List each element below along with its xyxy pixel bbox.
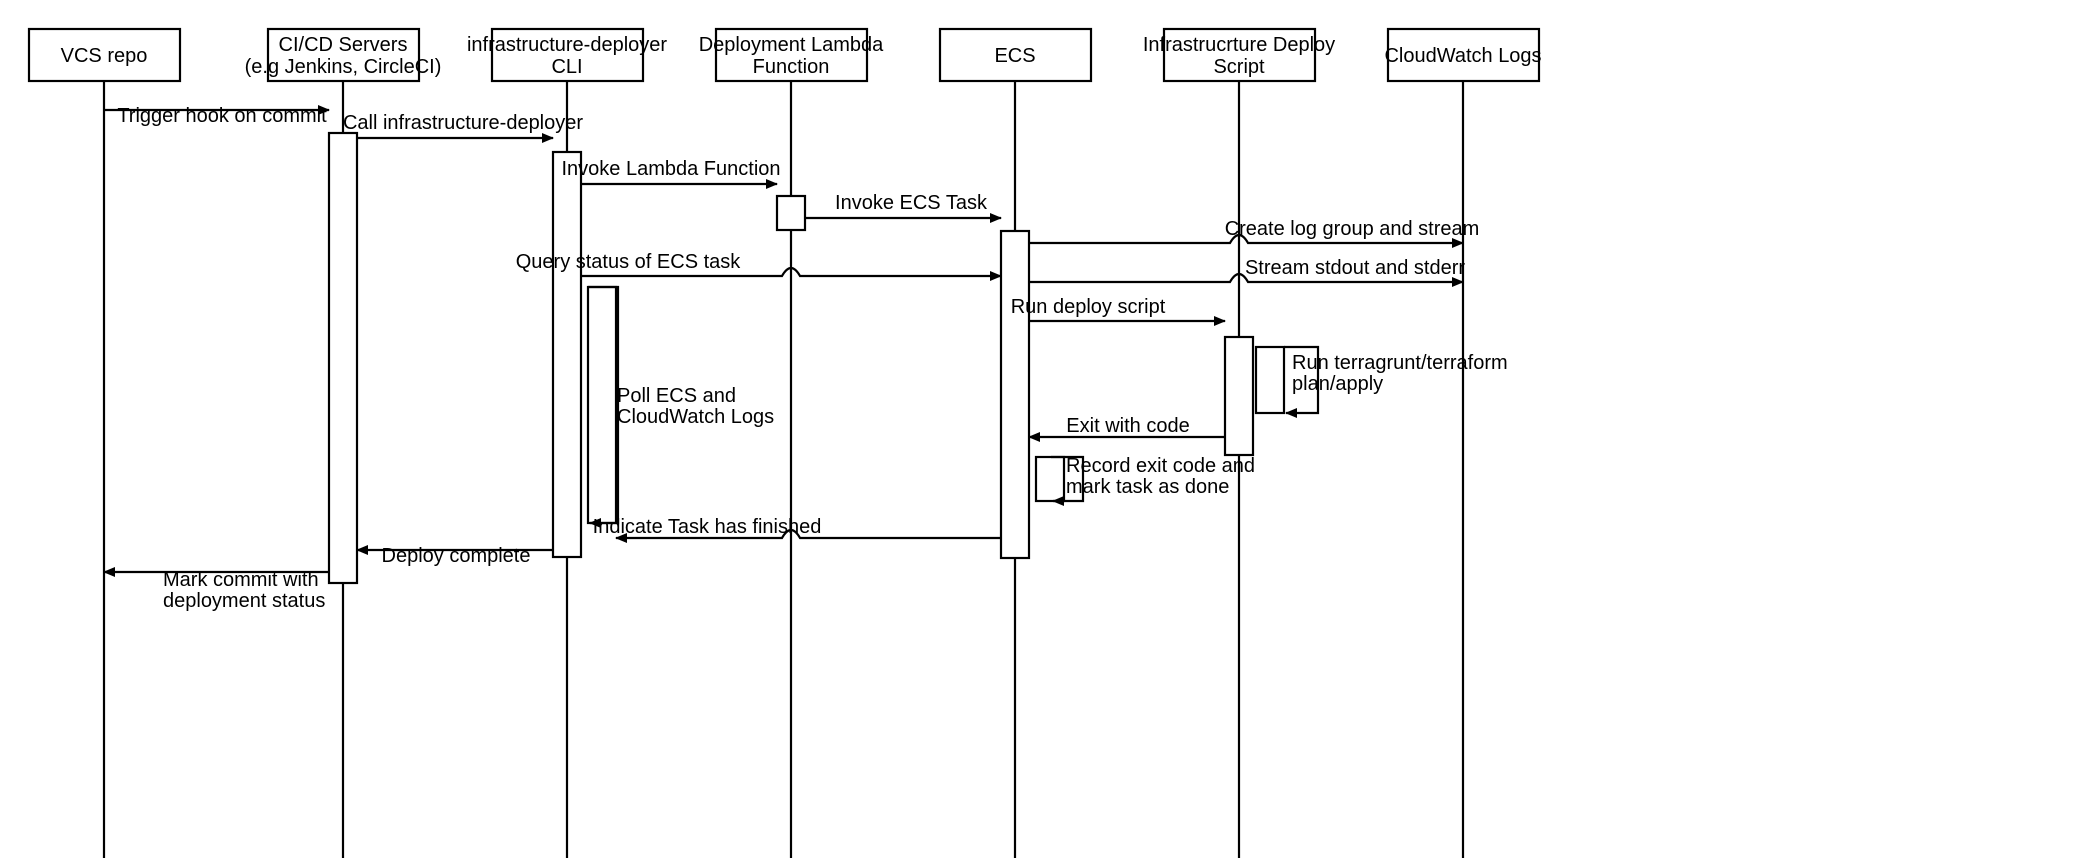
message-label-m3: Invoke Lambda Function	[561, 158, 780, 180]
message-label-m14: Deploy complete	[382, 545, 531, 567]
participant-label-cicd: (e.g Jenkins, CircleCI)	[245, 56, 442, 78]
message-label-text: CloudWatch Logs	[617, 406, 774, 428]
participant-label-cw: CloudWatch Logs	[1384, 45, 1541, 67]
activation-bar-a_script	[1223, 335, 1255, 457]
participant-box-vcs[interactable]: VCS repo	[27, 27, 182, 83]
message-m7	[1029, 272, 1464, 287]
message-label-text: Poll ECS and	[617, 385, 736, 407]
participant-box-ecs[interactable]: ECS	[938, 27, 1093, 83]
message-label-text: Invoke ECS Task	[835, 192, 988, 214]
activation-bar-a_cli2	[586, 285, 618, 525]
activation-bar-a_ecs2	[1034, 455, 1066, 503]
message-arrow-m13	[615, 528, 1001, 543]
activation-bar-a_cli	[551, 150, 583, 559]
message-label-text: mark task as done	[1066, 476, 1229, 498]
message-label-m6: Query status of ECS task	[516, 251, 742, 273]
participant-label-script: Infrastrucrture Deploy	[1143, 34, 1335, 56]
message-arrow-m5	[1029, 233, 1464, 248]
message-label-text: Run deploy script	[1011, 296, 1166, 318]
message-label-text: Call infrastructure-deployer	[343, 112, 583, 134]
message-label-text: deployment status	[163, 590, 325, 612]
message-label-text: Mark commit with	[163, 569, 319, 591]
activation-bar-a_cicd	[327, 131, 359, 585]
participant-label-cli: CLI	[551, 56, 582, 78]
message-label-text: plan/apply	[1292, 373, 1383, 395]
message-m6	[581, 266, 1002, 281]
participant-label-cicd: CI/CD Servers	[279, 34, 408, 56]
message-label-m11: Exit with code	[1066, 415, 1189, 437]
participant-label-lambda: Function	[753, 56, 830, 78]
self-message-terragrunt	[1284, 345, 1320, 418]
message-m5	[1029, 233, 1464, 248]
message-label-m7: Stream stdout and stderr	[1245, 257, 1465, 279]
message-label-m1: Trigger hook on commit	[117, 105, 327, 127]
message-label-text: Create log group and stream	[1225, 218, 1480, 240]
messages-group	[103, 105, 1464, 577]
activation-bars-group	[327, 131, 1286, 585]
participant-boxes-group: VCS repo CI/CD Servers(e.g Jenkins, Circl…	[27, 27, 1542, 83]
message-label-text: Invoke Lambda Function	[561, 158, 780, 180]
activation-bar-a_ecs	[999, 229, 1031, 560]
participant-box-cicd[interactable]: CI/CD Servers(e.g Jenkins, CircleCI)	[245, 27, 442, 83]
message-label-m2: Call infrastructure-deployer	[343, 112, 583, 134]
message-m13	[615, 528, 1001, 543]
self-message-poll	[588, 285, 620, 528]
participant-label-vcs: VCS repo	[61, 45, 148, 67]
message-label-m5: Create log group and stream	[1225, 218, 1480, 240]
participant-box-cw[interactable]: CloudWatch Logs	[1384, 27, 1542, 83]
participant-label-cli: infrastructure-deployer	[467, 34, 667, 56]
activation-bar-a_script2	[1254, 345, 1286, 415]
message-label-text: Deploy complete	[382, 545, 531, 567]
message-arrow-m7	[1029, 272, 1464, 287]
message-label-m4: Invoke ECS Task	[835, 192, 988, 214]
message-label-text: Exit with code	[1066, 415, 1189, 437]
message-label-m8: Run deploy script	[1011, 296, 1166, 318]
participant-label-script: Script	[1213, 56, 1265, 78]
participant-label-lambda: Deployment Lambda	[699, 34, 884, 56]
message-label-text: Stream stdout and stderr	[1245, 257, 1465, 279]
message-label-text: Run terragrunt/terraform	[1292, 352, 1508, 374]
message-label-text: Indicate Task has finished	[593, 516, 822, 538]
message-label-m13: Indicate Task has finished	[593, 516, 822, 538]
activation-bar-a_lambda	[775, 194, 807, 232]
message-label-text: Trigger hook on commit	[117, 105, 327, 127]
self-message-record	[1051, 455, 1085, 506]
message-label-text: Query status of ECS task	[516, 251, 742, 273]
message-label-text: Record exit code and	[1066, 455, 1255, 477]
message-labels-group: Trigger hook on commit Call infrastructur…	[117, 105, 1507, 612]
participant-label-ecs: ECS	[994, 45, 1035, 67]
message-arrow-m6	[581, 266, 1002, 281]
